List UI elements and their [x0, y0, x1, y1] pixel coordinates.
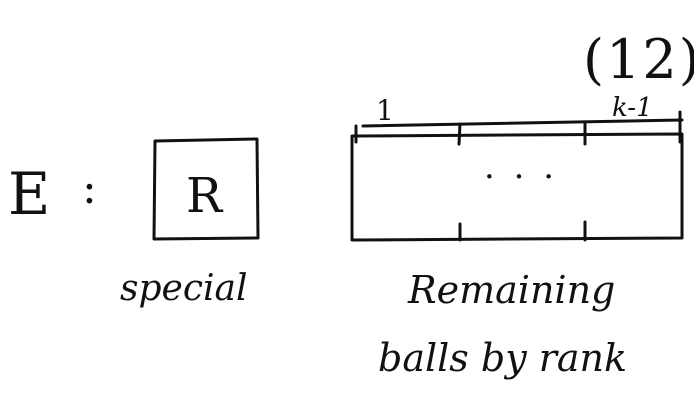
event-label: E	[8, 160, 51, 228]
special-box-outline	[152, 137, 260, 241]
colon: :	[82, 163, 97, 214]
rank-bracket-line	[361, 118, 684, 128]
special-box-content: R	[186, 168, 223, 224]
divider-tick-top-1	[457, 122, 462, 146]
rank-caption-line2: balls by rank	[378, 336, 628, 380]
rank-caption-line1: Remaining	[408, 268, 616, 312]
rank-box-outline	[350, 132, 684, 242]
equation-number: (12)	[583, 28, 694, 91]
rank-start-label: 1	[376, 94, 394, 127]
special-caption: special	[120, 268, 248, 309]
rank-ellipsis: · · ·	[484, 157, 559, 197]
rank-end-label: k-1	[612, 93, 653, 123]
